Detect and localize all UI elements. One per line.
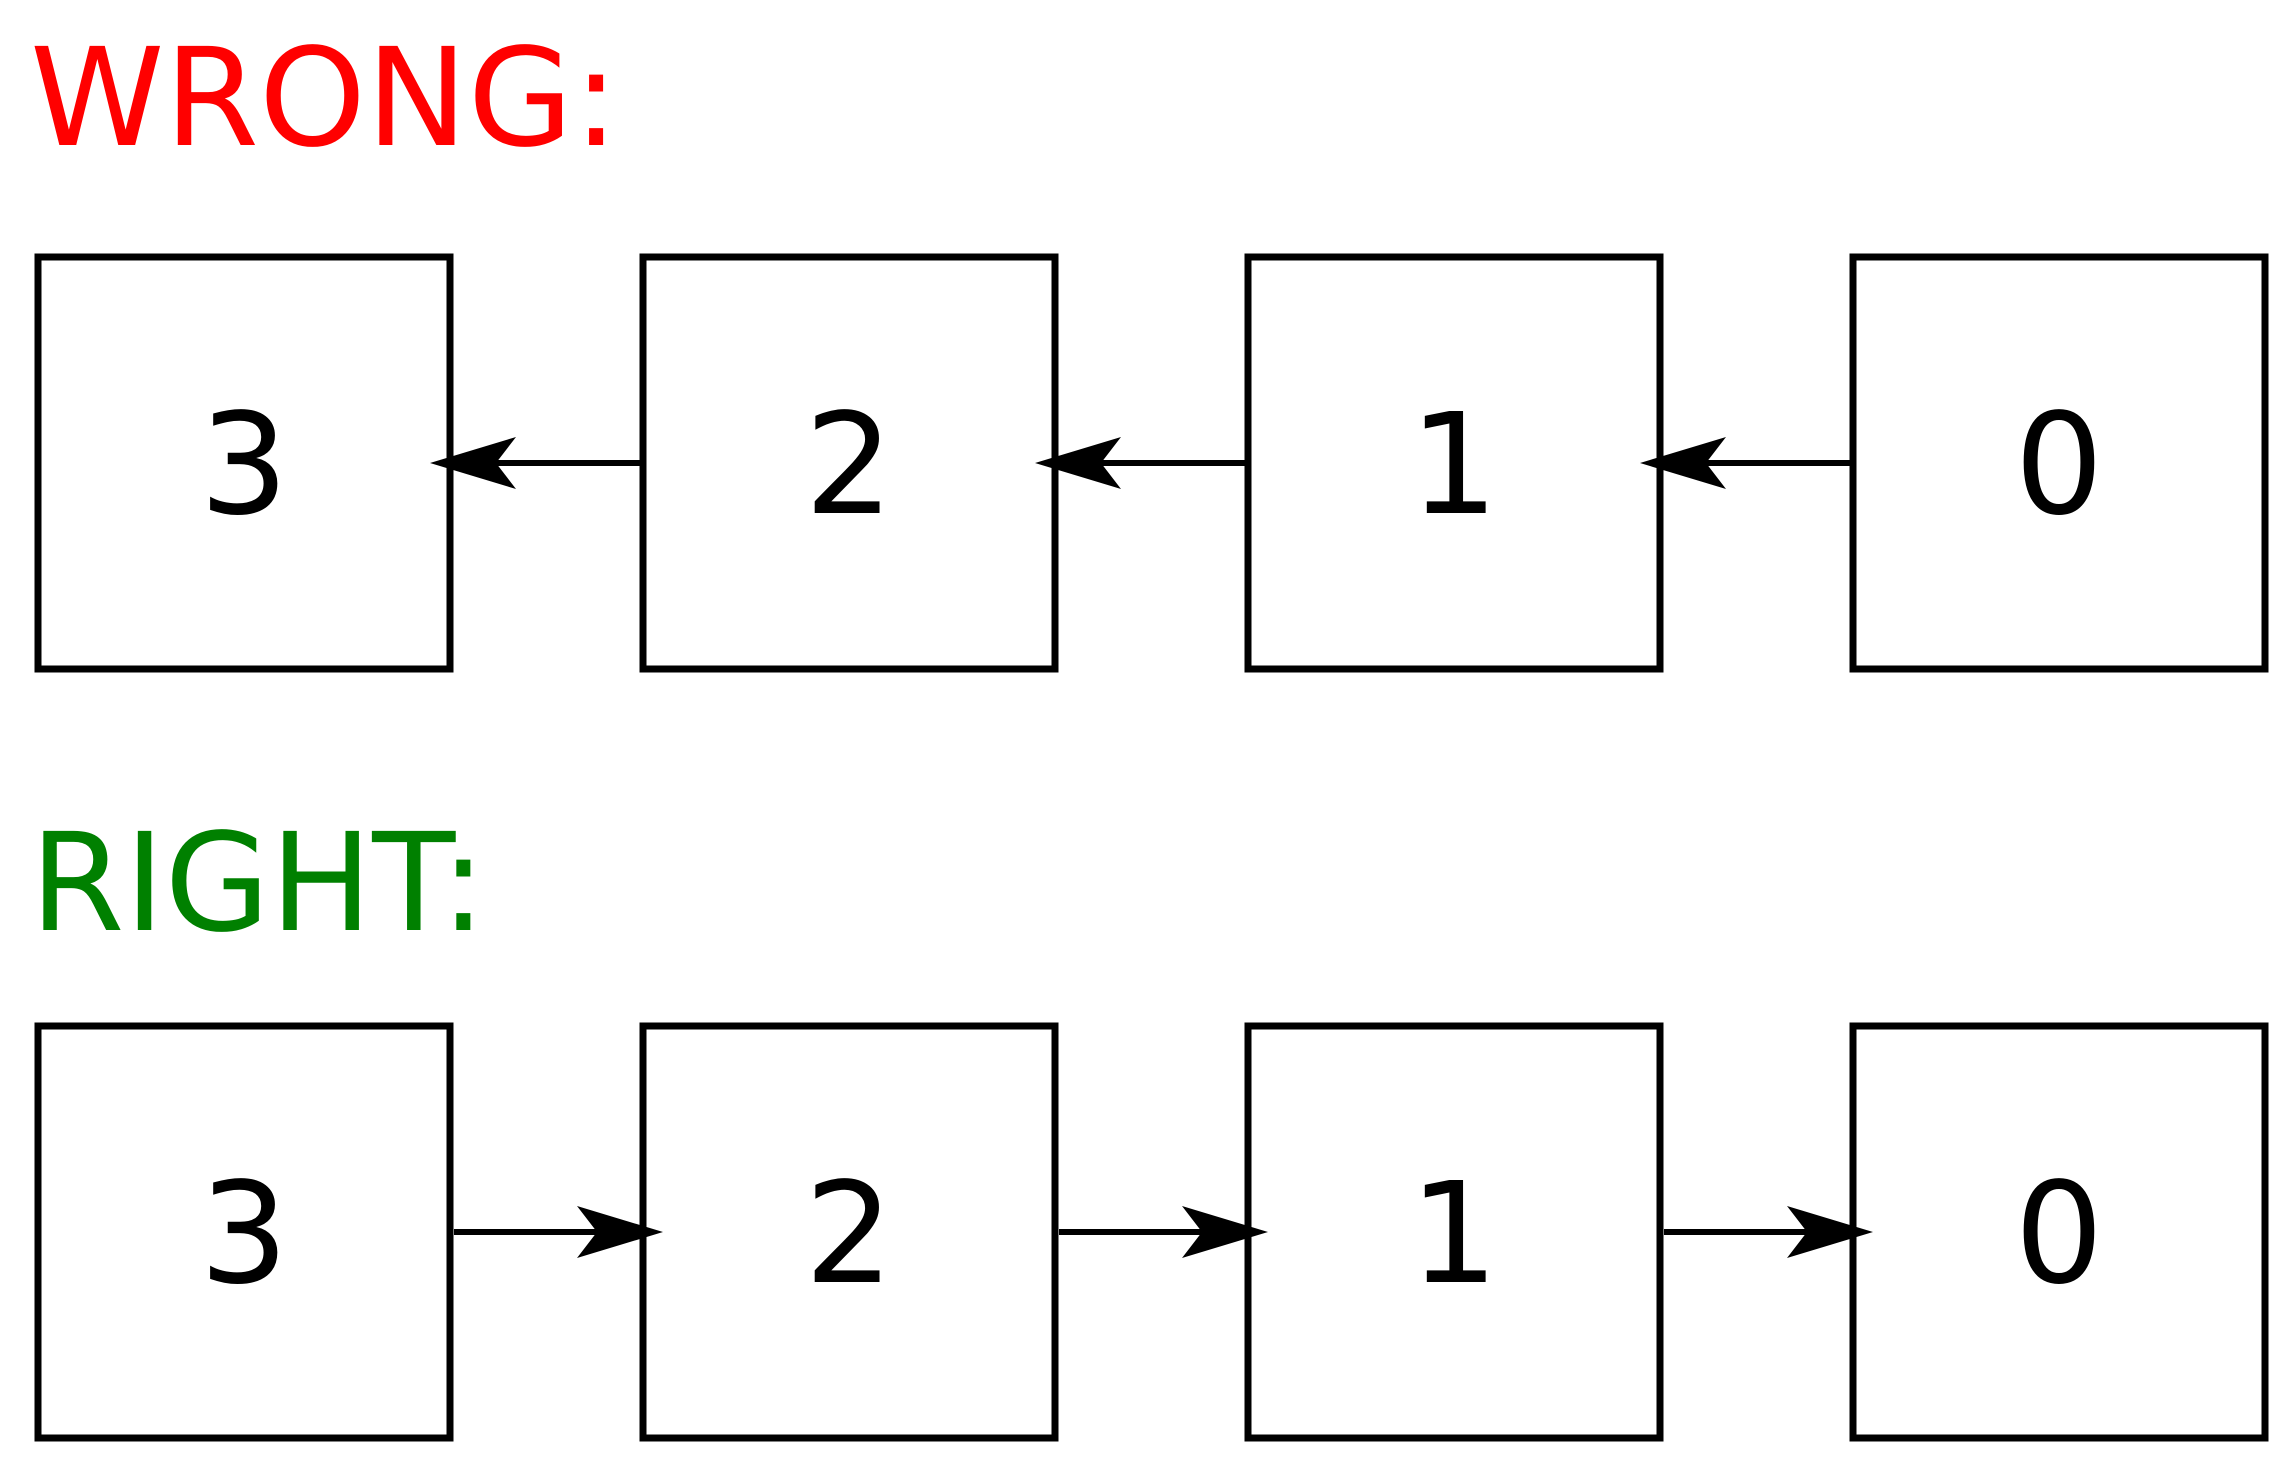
arrow-right bbox=[1664, 1206, 1873, 1258]
arrow-head bbox=[1640, 437, 1726, 489]
arrow-left bbox=[1035, 437, 1248, 489]
arrow-head bbox=[1787, 1206, 1873, 1258]
node-label: 1 bbox=[1409, 1153, 1498, 1316]
arrow-left bbox=[430, 437, 643, 489]
node-label: 0 bbox=[2014, 384, 2103, 547]
node-label: 2 bbox=[804, 384, 893, 547]
list-node: 1 bbox=[1244, 1022, 1664, 1442]
node-box bbox=[34, 253, 454, 673]
node-box bbox=[1244, 1022, 1664, 1442]
node-box bbox=[639, 253, 1059, 673]
node-label: 0 bbox=[2014, 1153, 2103, 1316]
list-node: 3 bbox=[34, 253, 454, 673]
node-label: 2 bbox=[804, 1153, 893, 1316]
section-title-right: RIGHT: bbox=[30, 805, 486, 963]
node-label: 3 bbox=[199, 1153, 288, 1316]
node-box bbox=[34, 1022, 454, 1442]
list-node: 0 bbox=[1849, 253, 2269, 673]
arrow-right bbox=[454, 1206, 663, 1258]
list-node: 3 bbox=[34, 1022, 454, 1442]
node-label: 3 bbox=[199, 384, 288, 547]
section-wrong: WRONG: 3 2 1 0 bbox=[30, 20, 2269, 673]
node-box bbox=[1849, 1022, 2269, 1442]
node-box bbox=[639, 1022, 1059, 1442]
arrow-head bbox=[577, 1206, 663, 1258]
section-right: RIGHT: 3 2 1 0 bbox=[30, 805, 2269, 1442]
arrow-right bbox=[1059, 1206, 1268, 1258]
arrow-head bbox=[1182, 1206, 1268, 1258]
list-node: 1 bbox=[1244, 253, 1664, 673]
section-title-wrong: WRONG: bbox=[30, 20, 619, 178]
list-node: 2 bbox=[639, 253, 1059, 673]
node-label: 1 bbox=[1409, 384, 1498, 547]
list-node: 2 bbox=[639, 1022, 1059, 1442]
arrow-head bbox=[430, 437, 516, 489]
arrow-left bbox=[1640, 437, 1853, 489]
list-node: 0 bbox=[1849, 1022, 2269, 1442]
arrow-head bbox=[1035, 437, 1121, 489]
node-box bbox=[1849, 253, 2269, 673]
node-box bbox=[1244, 253, 1664, 673]
